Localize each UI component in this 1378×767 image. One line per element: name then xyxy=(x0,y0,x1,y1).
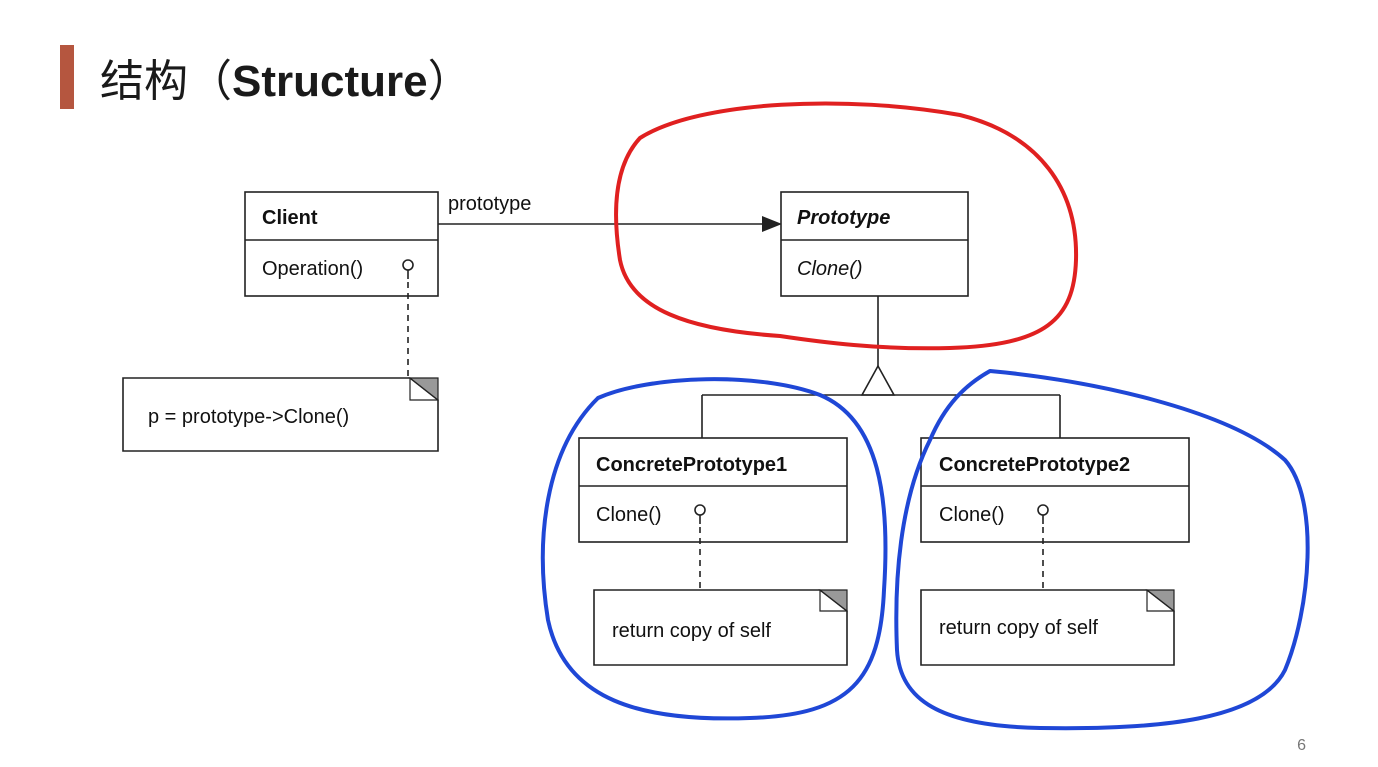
concrete1-note-fold xyxy=(818,589,848,613)
title-en: Structure xyxy=(232,57,428,106)
concrete-prototype2-class: ConcretePrototype2 Clone() xyxy=(920,437,1190,543)
concrete-prototype1-class: ConcretePrototype1 Clone() xyxy=(578,437,848,543)
client-method-note-anchor xyxy=(402,259,414,271)
concrete2-note: return copy of self xyxy=(920,589,1175,666)
title-close: ） xyxy=(427,57,472,106)
inheritance-triangle xyxy=(860,364,896,396)
red-annotation-circle xyxy=(614,101,1079,351)
prototype-method: Clone() xyxy=(797,258,863,280)
association-label: prototype xyxy=(448,193,531,215)
client-note: p = prototype->Clone() xyxy=(122,377,439,452)
concrete1-note-box xyxy=(593,589,848,666)
title-accent-bar xyxy=(60,45,74,109)
concrete1-note-text: return copy of self xyxy=(612,620,771,642)
page-number: 6 xyxy=(1297,737,1306,754)
client-box xyxy=(244,191,439,297)
client-note-fold-edge xyxy=(409,378,438,401)
concrete1-note-fold-edge xyxy=(819,590,847,612)
prototype-class: Prototype Clone() xyxy=(780,191,969,297)
client-name: Client xyxy=(262,207,318,229)
concrete2-note-anchor xyxy=(1037,504,1049,516)
blue-annotation-circle-1 xyxy=(540,377,888,721)
concrete2-note-box xyxy=(920,589,1175,666)
client-note-text: p = prototype->Clone() xyxy=(148,406,349,428)
prototype-box xyxy=(780,191,969,297)
client-class: Client Operation() xyxy=(244,191,439,297)
client-method: Operation() xyxy=(262,258,363,280)
slide-title: 结构（Structure） xyxy=(100,52,472,112)
concrete2-method: Clone() xyxy=(939,504,1005,526)
blue-annotation-circle-2 xyxy=(894,369,1310,731)
concrete1-note: return copy of self xyxy=(593,589,848,666)
concrete1-note-anchor xyxy=(694,504,706,516)
prototype-name: Prototype xyxy=(797,207,890,229)
association-arrowhead xyxy=(762,216,782,232)
concrete2-note-fold xyxy=(1145,589,1175,613)
concrete1-box xyxy=(578,437,848,543)
concrete1-method: Clone() xyxy=(596,504,662,526)
client-note-fold xyxy=(408,377,439,402)
concrete2-note-fold-edge xyxy=(1146,590,1174,612)
concrete2-name: ConcretePrototype2 xyxy=(939,454,1130,476)
concrete2-note-text: return copy of self xyxy=(939,617,1098,639)
title-cn: 结构（ xyxy=(100,57,232,106)
concrete1-name: ConcretePrototype1 xyxy=(596,454,787,476)
client-note-box xyxy=(122,377,439,452)
concrete2-box xyxy=(920,437,1190,543)
